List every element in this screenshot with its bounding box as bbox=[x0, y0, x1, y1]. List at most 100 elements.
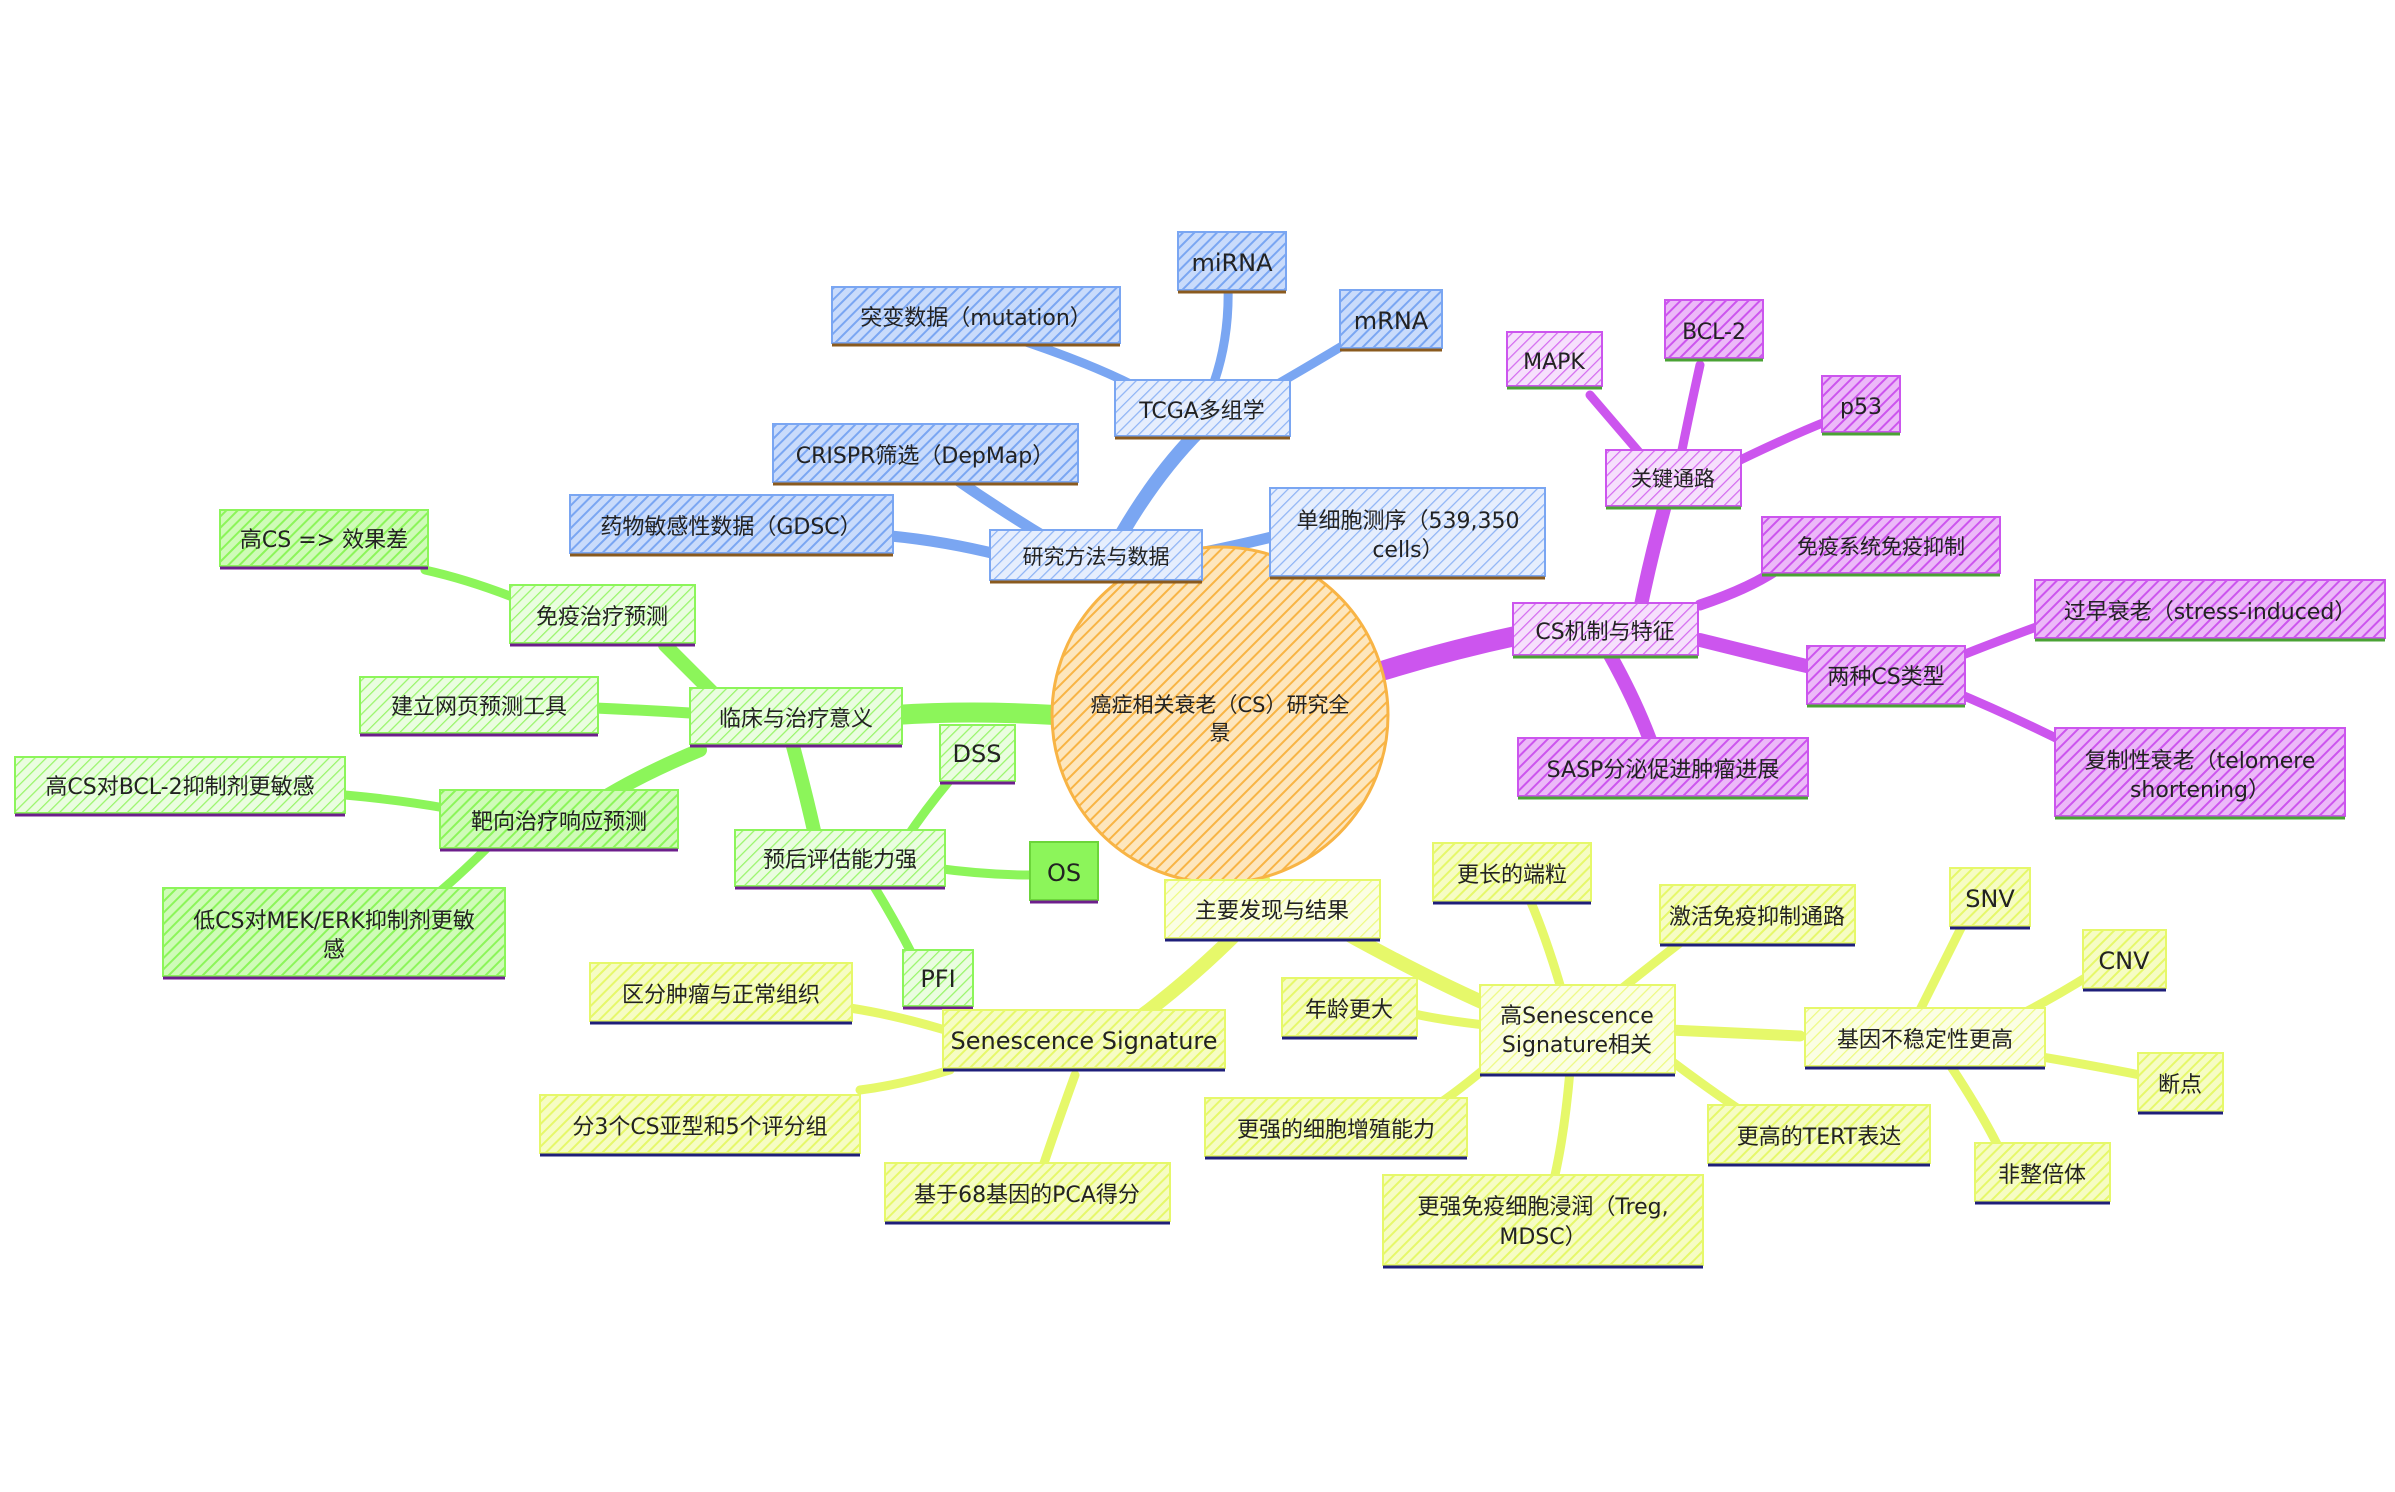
node-prognosis[interactable]: 预后评估能力强 bbox=[734, 829, 946, 890]
findings-label: 主要发现与结果 bbox=[1195, 899, 1349, 924]
node-mechanism[interactable]: CS机制与特征 bbox=[1512, 602, 1699, 659]
edge-genomic-aneuploidy bbox=[1945, 1060, 2005, 1155]
branch-findings: 主要发现与结果 Senescence Signature 区分肿瘤与正常组织 分… bbox=[539, 842, 2224, 1269]
subtypes-label: 分3个CS亚型和5个评分组 bbox=[572, 1115, 827, 1140]
sasp-label: SASP分泌促进肿瘤进展 bbox=[1547, 758, 1780, 783]
node-aneuploidy[interactable]: 非整倍体 bbox=[1974, 1142, 2111, 1205]
mirna-label: miRNA bbox=[1191, 249, 1273, 277]
node-breakpoint[interactable]: 断点 bbox=[2137, 1052, 2224, 1115]
os-label: OS bbox=[1047, 859, 1081, 887]
node-proliferation[interactable]: 更强的细胞增殖能力 bbox=[1204, 1097, 1468, 1160]
node-cs-types[interactable]: 两种CS类型 bbox=[1806, 645, 1966, 708]
node-clinical[interactable]: 临床与治疗意义 bbox=[689, 687, 903, 748]
edge-clinical-web bbox=[589, 702, 696, 719]
high-signature-label-line1: 高Senescence bbox=[1500, 1004, 1654, 1029]
node-web-tool[interactable]: 建立网页预测工具 bbox=[359, 676, 599, 737]
edge-signature-distinguish bbox=[845, 1003, 950, 1035]
breakpoint-label: 断点 bbox=[2158, 1073, 2202, 1098]
node-replicative[interactable]: 复制性衰老（telomere shortening） bbox=[2054, 727, 2346, 820]
center-label-line2: 景 bbox=[1210, 721, 1231, 745]
node-sasp[interactable]: SASP分泌促进肿瘤进展 bbox=[1517, 737, 1809, 800]
node-signature[interactable]: Senescence Signature bbox=[942, 1009, 1226, 1072]
node-methods[interactable]: 研究方法与数据 bbox=[989, 529, 1203, 584]
node-findings[interactable]: 主要发现与结果 bbox=[1164, 879, 1381, 942]
immune-pathway-label: 激活免疫抑制通路 bbox=[1669, 905, 1845, 930]
cs-types-label: 两种CS类型 bbox=[1827, 665, 1944, 690]
node-age[interactable]: 年龄更大 bbox=[1281, 977, 1418, 1040]
node-gdsc[interactable]: 药物敏感性数据（GDSC） bbox=[569, 494, 894, 557]
stress-induced-label: 过早衰老（stress-induced） bbox=[2064, 600, 2357, 625]
node-tert[interactable]: 更高的TERT表达 bbox=[1707, 1104, 1931, 1167]
node-mutation[interactable]: 突变数据（mutation） bbox=[831, 286, 1121, 347]
high-signature-label-line2: Signature相关 bbox=[1502, 1033, 1652, 1058]
targeted-label: 靶向治疗响应预测 bbox=[471, 810, 647, 835]
edge-highsig-telomere bbox=[1525, 895, 1565, 990]
genomic-instability-label: 基因不稳定性更高 bbox=[1837, 1028, 2013, 1053]
node-os[interactable]: OS bbox=[1029, 841, 1099, 904]
telomere-label: 更长的端粒 bbox=[1457, 863, 1567, 888]
edge-mechanism-types bbox=[1693, 633, 1822, 675]
node-immune-pathway[interactable]: 激活免疫抑制通路 bbox=[1659, 884, 1856, 947]
node-pfi[interactable]: PFI bbox=[902, 949, 974, 1010]
branch-clinical: 临床与治疗意义 免疫治疗预测 高CS => 效果差 建立网页预测工具 靶向治疗响… bbox=[14, 509, 1099, 1010]
edge-pathways-bcl2 bbox=[1675, 360, 1705, 465]
center-label-line1: 癌症相关衰老（CS）研究全 bbox=[1091, 693, 1350, 717]
scrna-label-line1: 单细胞测序（539,350 bbox=[1297, 509, 1520, 534]
methods-label: 研究方法与数据 bbox=[1023, 545, 1170, 569]
mek-sensitive-label-line2: 感 bbox=[323, 938, 345, 963]
node-dss[interactable]: DSS bbox=[939, 724, 1016, 785]
node-pathways[interactable]: 关键通路 bbox=[1605, 449, 1742, 510]
replicative-label-line1: 复制性衰老（telomere bbox=[2085, 749, 2316, 774]
prognosis-label: 预后评估能力强 bbox=[763, 848, 917, 873]
center-node[interactable]: 癌症相关衰老（CS）研究全 景 bbox=[1050, 545, 1390, 885]
node-targeted[interactable]: 靶向治疗响应预测 bbox=[439, 789, 679, 852]
cnv-label: CNV bbox=[2098, 947, 2150, 975]
node-cnv[interactable]: CNV bbox=[2082, 929, 2167, 992]
node-pca[interactable]: 基于68基因的PCA得分 bbox=[884, 1162, 1171, 1225]
mutation-label: 突变数据（mutation） bbox=[860, 306, 1092, 331]
mechanism-label: CS机制与特征 bbox=[1535, 620, 1674, 645]
branch-mechanism: CS机制与特征 关键通路 MAPK BCL-2 p53 免疫系统免疫抑制 bbox=[1506, 299, 2386, 820]
node-bcl2[interactable]: BCL-2 bbox=[1664, 299, 1764, 362]
edge-center-mechanism bbox=[1375, 625, 1530, 680]
node-crispr[interactable]: CRISPR筛选（DepMap） bbox=[772, 423, 1079, 486]
node-scrna[interactable]: 单细胞测序（539,350 cells） bbox=[1269, 487, 1546, 580]
p53-label: p53 bbox=[1840, 395, 1882, 420]
node-mirna[interactable]: miRNA bbox=[1177, 231, 1287, 294]
mrna-label: mRNA bbox=[1354, 307, 1429, 335]
node-bcl2-sensitive[interactable]: 高CS对BCL-2抑制剂更敏感 bbox=[14, 756, 346, 817]
aneuploidy-label: 非整倍体 bbox=[1998, 1163, 2086, 1188]
gdsc-label: 药物敏感性数据（GDSC） bbox=[600, 515, 861, 540]
clinical-label: 临床与治疗意义 bbox=[719, 707, 873, 732]
node-snv[interactable]: SNV bbox=[1949, 867, 2031, 930]
node-immunotherapy[interactable]: 免疫治疗预测 bbox=[509, 584, 696, 647]
node-stress-induced[interactable]: 过早衰老（stress-induced） bbox=[2034, 579, 2386, 642]
node-mrna[interactable]: mRNA bbox=[1339, 289, 1443, 352]
branch-methods: 研究方法与数据 TCGA多组学 miRNA mRNA 突变数据（mutation… bbox=[569, 231, 1546, 584]
node-distinguish[interactable]: 区分肿瘤与正常组织 bbox=[589, 962, 853, 1025]
edge-prognosis-pfi bbox=[865, 875, 920, 965]
node-genomic-instability[interactable]: 基因不稳定性更高 bbox=[1804, 1007, 2046, 1070]
node-mek-sensitive[interactable]: 低CS对MEK/ERK抑制剂更敏 感 bbox=[162, 887, 506, 980]
edge-methods-gdsc bbox=[874, 529, 1006, 561]
distinguish-label: 区分肿瘤与正常组织 bbox=[622, 983, 820, 1008]
bcl2-sensitive-label: 高CS对BCL-2抑制剂更敏感 bbox=[45, 775, 314, 800]
mek-sensitive-label-line1: 低CS对MEK/ERK抑制剂更敏 bbox=[193, 909, 475, 934]
node-immune-infiltration[interactable]: 更强免疫细胞浸润（Treg, MDSC） bbox=[1382, 1174, 1704, 1269]
node-immune-suppression[interactable]: 免疫系统免疫抑制 bbox=[1761, 516, 2001, 577]
node-high-cs-poor[interactable]: 高CS => 效果差 bbox=[219, 509, 429, 570]
edge-mechanism-pathways bbox=[1633, 498, 1672, 617]
edge-signature-subtypes bbox=[855, 1065, 955, 1095]
immune-suppression-label: 免疫系统免疫抑制 bbox=[1797, 535, 1965, 559]
edge-genomic-breakpoint bbox=[2025, 1050, 2145, 1080]
node-tcga[interactable]: TCGA多组学 bbox=[1114, 379, 1291, 440]
proliferation-label: 更强的细胞增殖能力 bbox=[1237, 1118, 1435, 1143]
node-mapk[interactable]: MAPK bbox=[1506, 331, 1603, 390]
node-subtypes[interactable]: 分3个CS亚型和5个评分组 bbox=[539, 1094, 861, 1157]
node-p53[interactable]: p53 bbox=[1821, 375, 1901, 436]
signature-label: Senescence Signature bbox=[950, 1027, 1217, 1055]
edge-clinical-prognosis bbox=[783, 728, 822, 842]
node-high-signature[interactable]: 高Senescence Signature相关 bbox=[1479, 984, 1676, 1077]
node-telomere[interactable]: 更长的端粒 bbox=[1432, 842, 1592, 905]
